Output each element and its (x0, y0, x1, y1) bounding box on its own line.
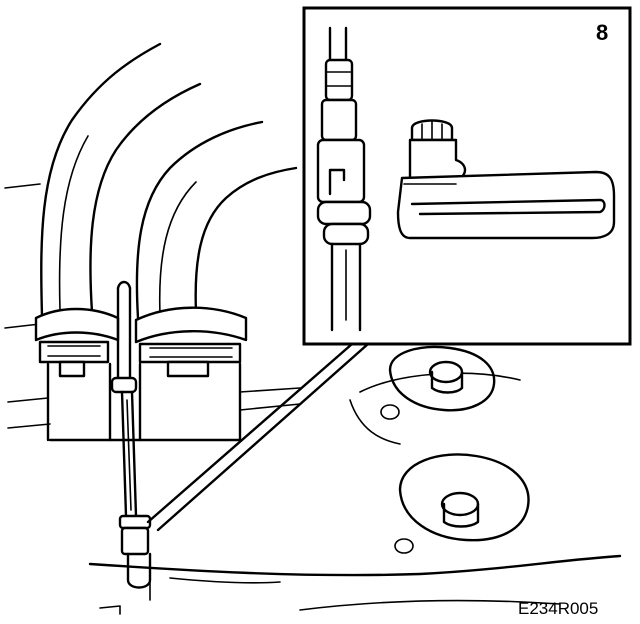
mount-boss-lower (349, 399, 530, 554)
step-number-label: 8 (596, 20, 608, 45)
lower-contour (88, 554, 622, 577)
intake-hose-left (40, 42, 202, 318)
hose-clamp-left (34, 307, 120, 378)
hose-clamp-right (134, 306, 248, 378)
inset-sensor-part (396, 119, 616, 240)
throttle-body (46, 362, 301, 442)
body-line (4, 183, 51, 429)
figure-reference-label: E234R005 (518, 599, 598, 618)
leader-line (146, 342, 370, 532)
main-scene (4, 42, 622, 615)
inset-sensor-cable (316, 26, 372, 332)
lower-detail (99, 577, 281, 615)
sensor-connector (118, 514, 152, 589)
detail-inset: 8 (302, 6, 632, 346)
intake-hose-right (135, 120, 298, 320)
mount-boss-upper (380, 345, 496, 420)
sensor-cable (110, 280, 138, 518)
